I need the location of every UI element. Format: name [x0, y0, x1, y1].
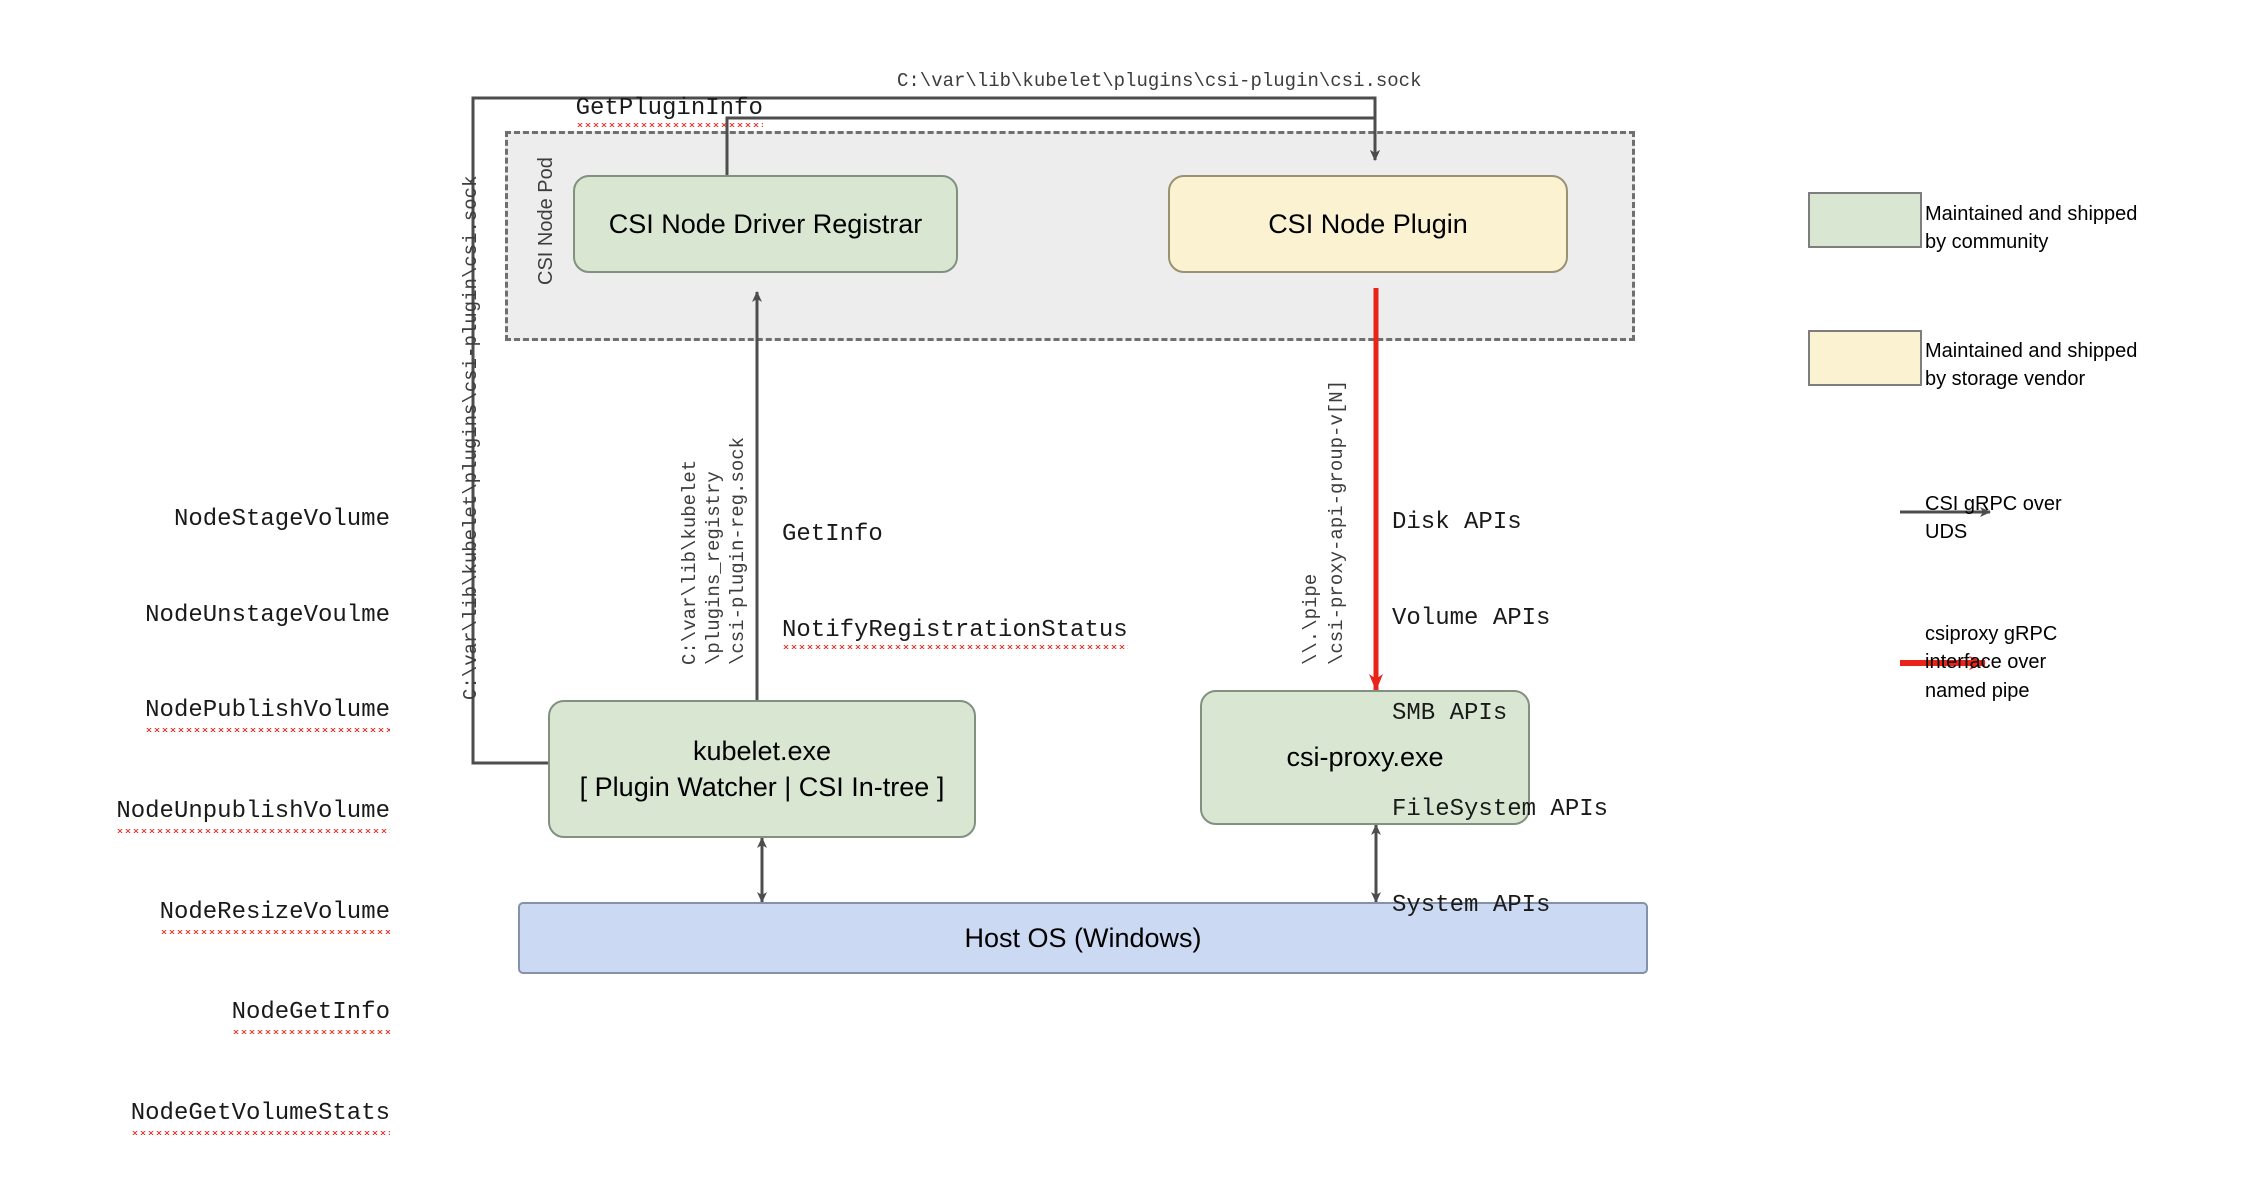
call-name: GetInfo — [782, 520, 883, 548]
node-csi-proxy-exe[interactable]: csi-proxy.exe — [1200, 690, 1530, 825]
kubelet-subtitle: [ Plugin Watcher | CSI In-tree ] — [579, 772, 945, 802]
get-plugin-info-label: GetPluginInfo — [518, 68, 763, 149]
call-name: NotifyRegistrationStatus — [782, 616, 1128, 649]
list-item: NodeUnpublishVolume — [60, 795, 390, 833]
registry-socket-path-line-2: \plugins_registry — [703, 471, 725, 665]
legend-label-storage-vendor: Maintained and shipped by storage vendor — [1925, 340, 2138, 391]
method-name: NodeStageVolume — [173, 505, 390, 533]
legend-swatch-storage-vendor — [1808, 330, 1922, 386]
list-item: System APIs — [1392, 891, 1551, 919]
node-label: Host OS (Windows) — [964, 922, 1202, 953]
node-host-os[interactable]: Host OS (Windows) — [518, 902, 1648, 974]
list-item: NodePublishVolume — [60, 695, 390, 732]
list-item: NodeGetVolumeStats — [60, 1098, 390, 1135]
method-name: NodeGetInfo — [231, 997, 390, 1034]
get-plugin-info-text: GetPluginInfo — [575, 95, 763, 127]
method-name: NodePublishVolume — [145, 695, 390, 732]
list-item: NotifyRegistrationStatus — [782, 615, 1128, 647]
left-socket-path-vertical: C:\var\lib\kubelet\plugins\csi-plugin\cs… — [460, 175, 482, 701]
registry-socket-path-line-3: \csi-plugin-reg.sock — [727, 436, 749, 665]
node-label: CSI Node Driver Registrar — [608, 208, 923, 239]
node-kubelet-exe[interactable]: kubelet.exe [ Plugin Watcher | CSI In-tr… — [548, 700, 976, 838]
list-item: Volume APIs — [1392, 604, 1551, 632]
named-pipe-path-line-2: \csi-proxy-api-group-v[N] — [1326, 379, 1348, 665]
node-csi-node-driver-registrar[interactable]: CSI Node Driver Registrar — [573, 175, 958, 273]
method-name: NodeGetVolumeStats — [130, 1098, 390, 1135]
node-csi-node-plugin[interactable]: CSI Node Plugin — [1168, 175, 1568, 273]
list-item: FileSystem APIs — [1392, 795, 1609, 823]
method-name: NodeUnstageVoulme — [145, 601, 390, 629]
list-item: Disk APIs — [1392, 508, 1522, 536]
registry-socket-path-line-1: C:\var\lib\kubelet — [679, 459, 701, 665]
list-item: NodeStageVolume — [60, 504, 390, 536]
csi-node-methods-list: NodeStageVolume NodeUnstageVoulme NodePu… — [60, 440, 390, 1199]
node-label: CSI Node Plugin — [1268, 208, 1468, 239]
legend-swatch-community — [1808, 192, 1922, 248]
list-item: NodeUnstageVoulme — [60, 600, 390, 632]
csi-proxy-apis-list: Disk APIs Volume APIs SMB APIs FileSyste… — [1392, 443, 1608, 985]
legend-label-csiproxy-named-pipe: csiproxy gRPC interface over named pipe — [1925, 623, 2058, 702]
list-item: GetInfo — [782, 519, 1128, 551]
legend-label-csi-grpc-uds: CSI gRPC over UDS — [1925, 493, 2062, 544]
list-item: NodeGetInfo — [60, 997, 390, 1034]
connectors-layer — [471, 96, 1991, 903]
named-pipe-path-line-1: \\.\pipe — [1300, 573, 1322, 665]
method-name: NodeUnpublishVolume — [116, 795, 390, 833]
legend-label-community: Maintained and shipped by community — [1925, 203, 2138, 254]
node-label: csi-proxy.exe — [1286, 742, 1444, 773]
csi-sock-path-top: C:\var\lib\kubelet\plugins\csi-plugin\cs… — [897, 70, 1422, 92]
diagram-canvas: CSI Node Pod CSI N — [116, 68, 2138, 1131]
registration-calls-list: GetInfo NotifyRegistrationStatus — [782, 455, 1128, 710]
method-name: NodeResizeVolume — [159, 896, 390, 934]
kubelet-name: kubelet.exe — [692, 735, 832, 766]
list-item: NodeResizeVolume — [60, 896, 390, 934]
list-item: SMB APIs — [1392, 700, 1508, 728]
